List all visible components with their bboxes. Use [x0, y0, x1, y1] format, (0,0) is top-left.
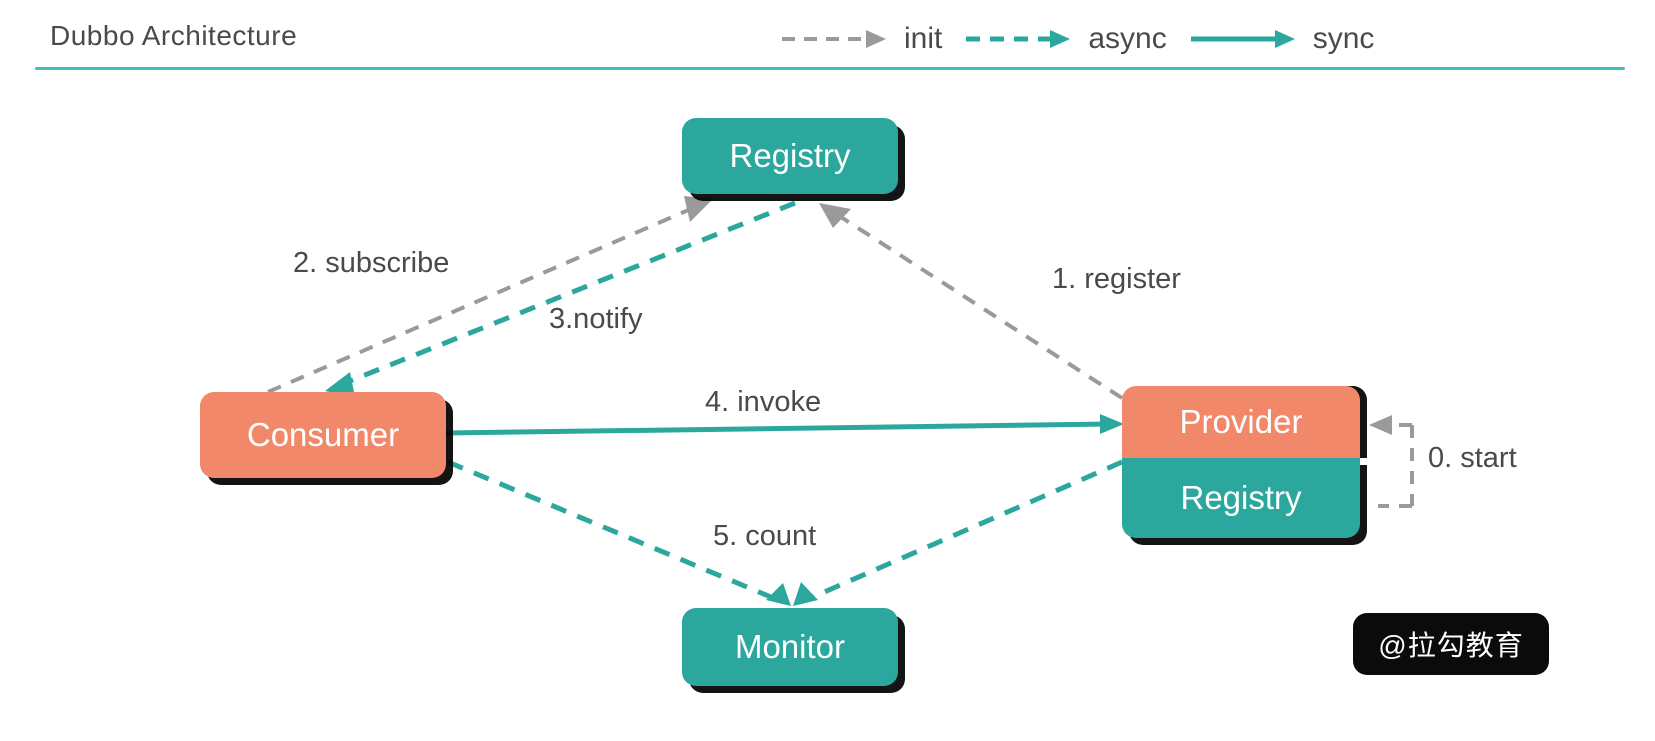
edge-label-invoke: 4. invoke [705, 386, 822, 418]
edge-count-provider [793, 459, 1124, 606]
dashed-arrow-icon [966, 30, 1071, 48]
header-divider [35, 67, 1625, 70]
legend: init async sync [780, 14, 1374, 64]
node-monitor[interactable]: Monitor [682, 608, 898, 686]
node-provider-label: Provider [1179, 403, 1303, 440]
node-provider[interactable]: Provider [1122, 386, 1360, 458]
node-monitor-label: Monitor [734, 628, 846, 665]
edge-start-bracket [1369, 415, 1414, 508]
legend-label-sync: sync [1312, 22, 1375, 55]
legend-item-init: init [780, 22, 942, 56]
page-title: Dubbo Architecture [50, 20, 298, 51]
node-registry-label: Registry [729, 137, 851, 174]
legend-item-async: async [964, 22, 1167, 56]
node-provider-registry[interactable]: Registry [1122, 458, 1360, 538]
legend-label-init: init [904, 22, 943, 55]
edge-label-subscribe: 2. subscribe [293, 247, 450, 279]
node-registry[interactable]: Registry [682, 118, 898, 194]
edge-register [819, 203, 1124, 400]
legend-item-sync: sync [1189, 22, 1375, 56]
solid-arrow-icon [1190, 30, 1295, 48]
edge-label-count: 5. count [713, 520, 817, 552]
node-consumer-label: Consumer [246, 416, 400, 453]
edge-subscribe [267, 196, 713, 394]
edge-label-register: 1. register [1052, 263, 1181, 295]
watermark-badge: @拉勾教育 [1353, 613, 1549, 675]
edge-label-notify: 3.notify [549, 303, 643, 335]
node-provider-registry-label: Registry [1180, 479, 1302, 516]
dashed-arrow-icon [782, 30, 886, 48]
edge-label-start: 0. start [1428, 442, 1517, 474]
legend-label-async: async [1088, 22, 1167, 55]
watermark-label: @拉勾教育 [1378, 630, 1524, 661]
node-consumer[interactable]: Consumer [200, 392, 446, 478]
edge-notify [325, 200, 796, 397]
